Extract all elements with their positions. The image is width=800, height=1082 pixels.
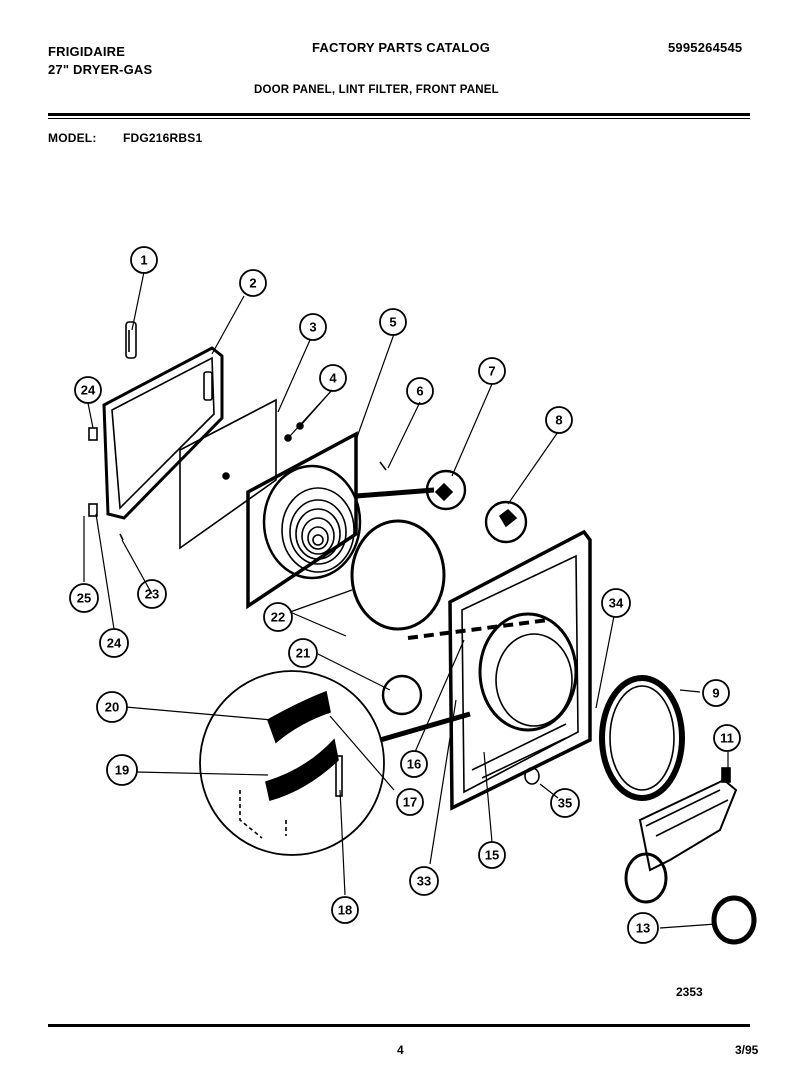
callout-3: 3 [309,320,316,335]
brand-name: FRIGIDAIRE [48,44,126,59]
callout-17: 17 [403,795,417,810]
section-subtitle: DOOR PANEL, LINT FILTER, FRONT PANEL [254,84,499,96]
callout-circles [69,246,741,944]
callout-24-lower: 24 [107,636,122,651]
catalog-part-number: 5995264545 [668,40,743,55]
page-number: 4 [397,1043,404,1057]
detail-magnified-view [199,670,385,856]
callout-33: 33 [417,874,431,889]
callout-9: 9 [712,686,719,701]
screw-part [284,434,292,442]
callout-25: 25 [77,591,91,606]
callout-24-upper: 24 [81,383,96,398]
callout-15: 15 [485,848,499,863]
leader-lines [83,271,729,929]
callout-34: 34 [609,596,624,611]
callout-11: 11 [720,731,734,746]
callout-20: 20 [105,700,119,715]
callout-7: 7 [488,364,495,379]
callout-2: 2 [249,276,256,291]
callout-6: 6 [416,384,423,399]
footer-rule [48,1024,750,1027]
door-seal-part [350,519,446,631]
door-catch-part [434,482,454,502]
drum-seal-part [599,675,685,801]
door-liner-part [179,398,277,550]
drum-seal-inner [609,685,675,791]
callout-21: 21 [296,646,310,661]
duct-part [624,767,738,904]
callout-22: 22 [271,610,285,625]
drawing-number: 2353 [676,985,703,999]
callout-16: 16 [407,757,421,772]
callout-8: 8 [555,413,562,428]
model-label: MODEL: [48,131,97,145]
callout-19: 19 [115,763,129,778]
door-handle-part [125,321,137,359]
outer-door-panel-part [102,346,224,520]
bearing-ring-part [711,895,757,945]
model-number: FDG216RBS1 [123,131,203,145]
callout-4: 4 [329,371,337,386]
callout-1: 1 [140,253,147,268]
button-part [524,767,540,785]
callout-5: 5 [389,315,396,330]
screw-part [119,533,124,541]
front-panel-part [448,529,592,811]
inner-door-panel-part [246,431,362,610]
catalog-title: FACTORY PARTS CATALOG [312,40,491,55]
product-name: 27" DRYER-GAS [48,62,153,77]
callout-18: 18 [338,903,352,918]
callout-13: 13 [636,921,650,936]
revision-date: 3/95 [735,1043,759,1057]
screw-part [379,461,387,471]
door-strike-part [498,508,518,528]
callout-35: 35 [558,796,572,811]
callout-23: 23 [145,587,159,602]
header-rule [48,113,750,116]
header-rule-thin [48,118,750,119]
hinge-part [88,427,98,441]
hinge-part [88,503,98,517]
